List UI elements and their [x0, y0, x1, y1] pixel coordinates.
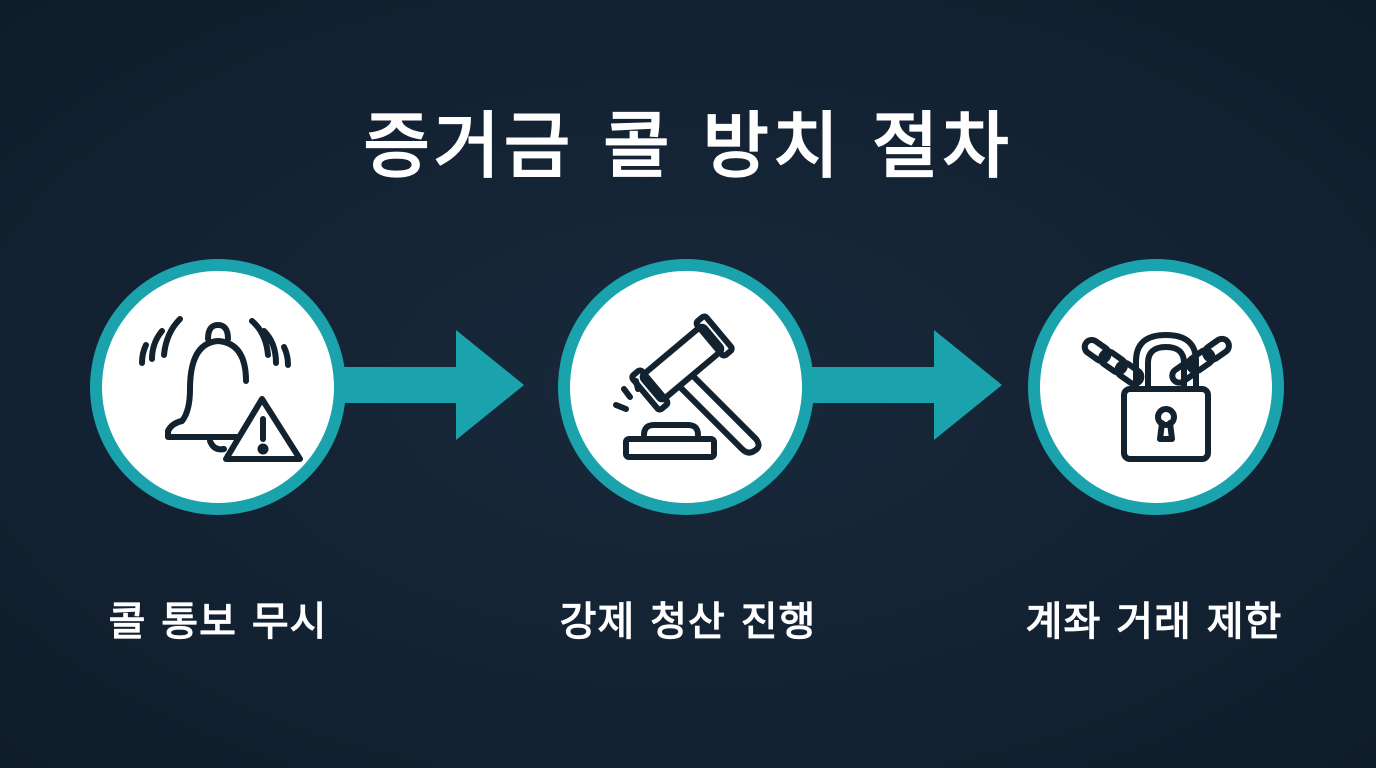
gavel-icon — [613, 313, 762, 460]
arrow-right-icon — [340, 330, 524, 440]
bell-warning-icon — [139, 316, 303, 462]
step-2-label: 강제 청산 진행 — [559, 599, 817, 645]
step-3-label: 계좌 거래 제한 — [1025, 599, 1283, 645]
page-title: 증거금 콜 방치 절차 — [363, 104, 1013, 188]
step-2-circle — [558, 259, 814, 515]
chained-padlock-icon — [1081, 332, 1232, 462]
step-3-circle — [1028, 259, 1284, 515]
arrow-right-icon — [808, 330, 1002, 440]
step-1-circle — [90, 259, 346, 515]
step-1-label: 콜 통보 무시 — [108, 599, 328, 645]
